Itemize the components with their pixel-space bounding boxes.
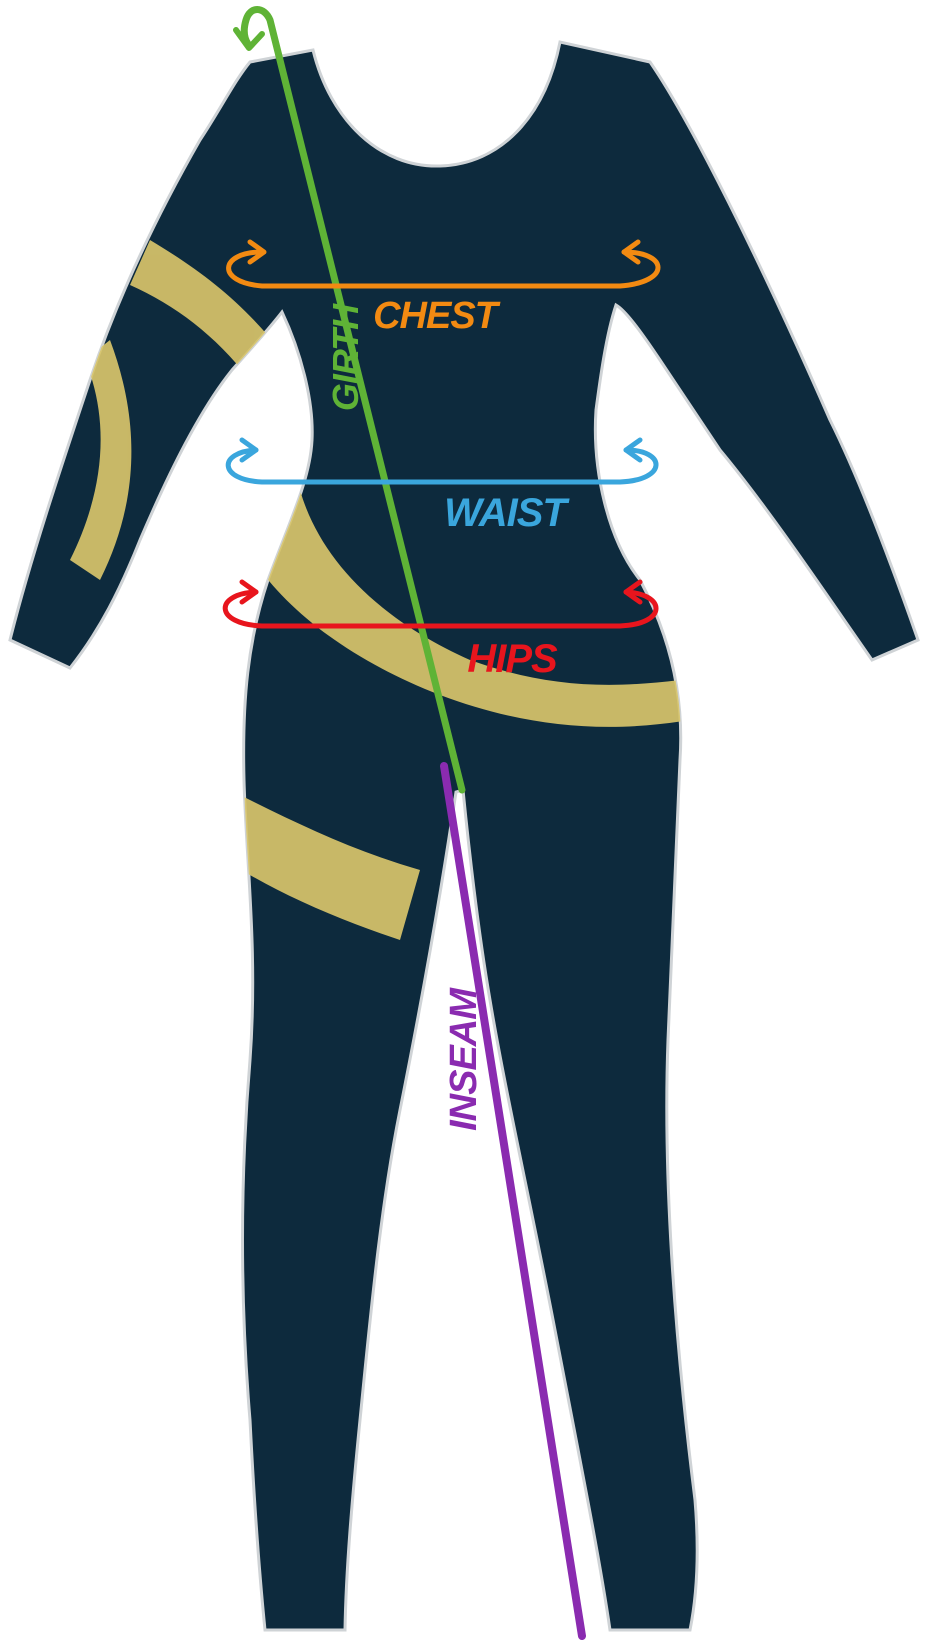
girth-label: GIRTH (325, 303, 366, 411)
inseam-label: INSEAM (443, 987, 485, 1131)
chest-label: CHEST (373, 295, 501, 337)
hips-label: HIPS (467, 637, 558, 681)
waist-label: WAIST (444, 491, 570, 535)
